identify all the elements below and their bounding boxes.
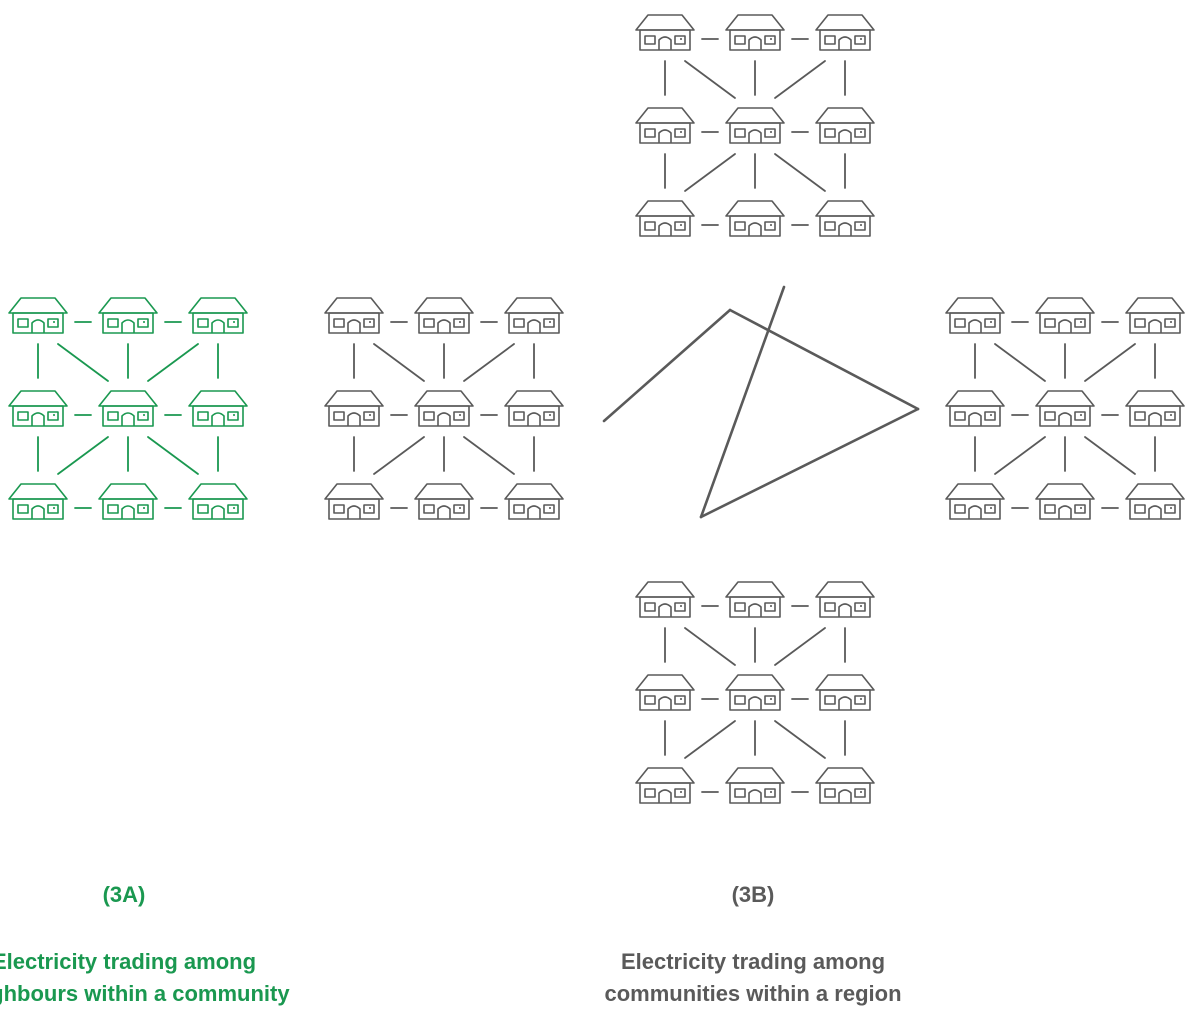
- house-icon: [945, 483, 1005, 520]
- house-icon: [945, 297, 1005, 334]
- house-icon: [725, 674, 785, 711]
- community-east-grid: [945, 297, 1185, 520]
- community-east-link: [994, 436, 1046, 475]
- community-3a-link: [147, 343, 199, 382]
- house-icon: [324, 297, 384, 334]
- community-south-link: [774, 720, 826, 759]
- house-icon: [725, 581, 785, 618]
- house-icon: [725, 107, 785, 144]
- community-south-grid: [635, 581, 875, 804]
- community-east-links: [974, 321, 1156, 509]
- community-west-links: [353, 321, 535, 509]
- region-links: [602, 285, 920, 519]
- house-icon: [945, 390, 1005, 427]
- house-icon: [635, 581, 695, 618]
- house-icon: [815, 581, 875, 618]
- panel-3b-tag: (3B): [731, 882, 775, 907]
- house-icon: [1125, 390, 1185, 427]
- panel-3b-caption-line1: Electricity trading among: [620, 949, 886, 974]
- community-north-links: [664, 38, 846, 226]
- house-icon: [635, 200, 695, 237]
- community-east-link: [1084, 436, 1136, 475]
- house-icon: [8, 483, 68, 520]
- house-icon: [414, 483, 474, 520]
- panel-3a-caption-line1: Electricity trading among: [0, 949, 257, 974]
- panel-3b-caption: Electricity trading among communities wi…: [573, 946, 933, 1010]
- house-icon: [1035, 483, 1095, 520]
- house-icon: [1035, 390, 1095, 427]
- house-icon: [1125, 297, 1185, 334]
- community-west-link: [373, 436, 425, 475]
- panel-3a-caption-line2: neighbours within a community: [0, 981, 290, 1006]
- house-icon: [188, 297, 248, 334]
- house-icon: [188, 483, 248, 520]
- house-icon: [98, 297, 158, 334]
- community-north-link: [684, 60, 736, 99]
- house-icon: [98, 390, 158, 427]
- region-link-south-north: [699, 285, 786, 519]
- community-3a-grid: [8, 297, 248, 520]
- panel-3a-caption: Electricity trading among neighbours wit…: [0, 946, 304, 1010]
- community-north-grid: [635, 14, 875, 237]
- house-icon: [815, 14, 875, 51]
- house-icon: [815, 107, 875, 144]
- region-link-north-east: [728, 308, 920, 411]
- house-icon: [8, 297, 68, 334]
- house-icon: [635, 107, 695, 144]
- house-icon: [635, 767, 695, 804]
- house-icon: [725, 200, 785, 237]
- community-south-link: [684, 627, 736, 666]
- house-icon: [504, 483, 564, 520]
- community-3a-link: [147, 436, 199, 475]
- community-west-link: [463, 343, 515, 382]
- region-link-east-south: [699, 407, 920, 519]
- community-south-link: [774, 627, 826, 666]
- house-icon: [414, 390, 474, 427]
- community-north-link: [774, 60, 826, 99]
- house-icon: [8, 390, 68, 427]
- house-icon: [725, 767, 785, 804]
- house-icon: [324, 390, 384, 427]
- house-icon: [635, 674, 695, 711]
- community-north-link: [684, 153, 736, 192]
- house-icon: [98, 483, 158, 520]
- region-link-west-north: [602, 308, 732, 423]
- house-icon: [815, 674, 875, 711]
- house-icon: [324, 483, 384, 520]
- house-icon: [1125, 483, 1185, 520]
- community-3a-link: [57, 436, 109, 475]
- panel-3b-caption-line2: communities within a region: [604, 981, 902, 1006]
- community-south-links: [664, 605, 846, 793]
- community-3a-links: [37, 321, 219, 509]
- house-icon: [414, 297, 474, 334]
- community-west-grid: [324, 297, 564, 520]
- community-3a-link: [57, 343, 109, 382]
- community-east-link: [994, 343, 1046, 382]
- house-icon: [188, 390, 248, 427]
- house-icon: [504, 297, 564, 334]
- community-west-link: [463, 436, 515, 475]
- house-icon: [815, 767, 875, 804]
- community-south-link: [684, 720, 736, 759]
- community-west-link: [373, 343, 425, 382]
- panel-3a-tag: (3A): [102, 882, 146, 907]
- house-icon: [504, 390, 564, 427]
- community-north-link: [774, 153, 826, 192]
- house-icon: [725, 14, 785, 51]
- community-east-link: [1084, 343, 1136, 382]
- house-icon: [635, 14, 695, 51]
- house-icon: [1035, 297, 1095, 334]
- house-icon: [815, 200, 875, 237]
